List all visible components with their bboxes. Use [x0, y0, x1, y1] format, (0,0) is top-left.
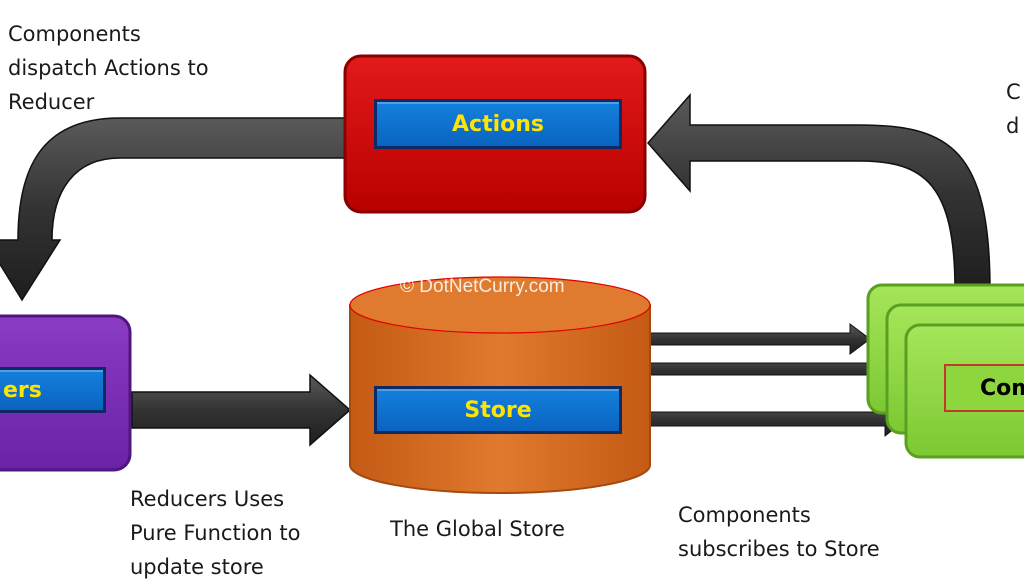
- note-global-store: The Global Store: [390, 512, 565, 546]
- reducers-label: ers: [0, 367, 106, 413]
- note-subscribes-line-1: Components: [678, 503, 811, 527]
- store-cylinder: [349, 276, 651, 494]
- note-subscribes-line-2: subscribes to Store: [678, 537, 880, 561]
- arrow-store-to-components-1: [649, 323, 871, 355]
- note-global-store-text: The Global Store: [390, 517, 565, 541]
- note-subscribes: Components subscribes to Store: [678, 498, 880, 566]
- note-right-line-1: C: [1006, 80, 1021, 104]
- note-reducers-line-3: update store: [130, 555, 264, 579]
- curved-arrow-actions-to-reducers: [0, 117, 346, 302]
- note-dispatch-line-3: Reducer: [8, 90, 95, 114]
- note-dispatch-line-2: dispatch Actions to: [8, 56, 209, 80]
- curved-arrow-components-to-actions: [647, 93, 991, 291]
- arrow-store-to-components-3: [649, 400, 907, 438]
- note-reducers-pure: Reducers Uses Pure Function to update st…: [130, 482, 300, 584]
- arrow-store-to-components-2: [649, 353, 889, 385]
- note-reducers-line-1: Reducers Uses: [130, 487, 285, 511]
- note-right-line-2: d: [1006, 114, 1020, 138]
- store-label: Store: [374, 386, 622, 434]
- note-dispatch: Components dispatch Actions to Reducer: [8, 17, 209, 119]
- components-label: Com: [944, 364, 1024, 412]
- watermark: © DotNetCurry.com: [400, 276, 565, 297]
- note-reducers-line-2: Pure Function to: [130, 521, 301, 545]
- note-dispatch-line-1: Components: [8, 22, 141, 46]
- actions-label: Actions: [374, 99, 622, 149]
- arrow-reducers-to-store: [131, 373, 352, 447]
- note-right-partial: C d: [1006, 75, 1021, 143]
